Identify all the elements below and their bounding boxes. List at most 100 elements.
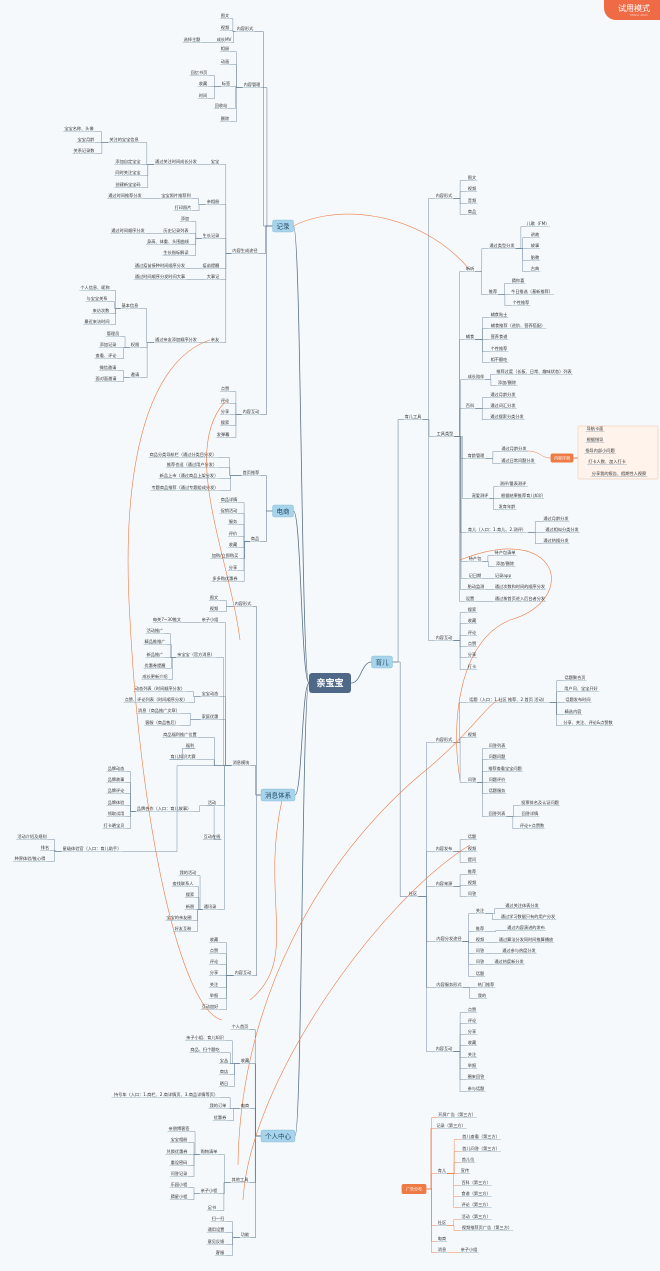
- topic-node[interactable]: 商品详情: [219, 496, 239, 503]
- topic-node[interactable]: 添加: [179, 215, 191, 222]
- topic-node[interactable]: 每关7~30推文: [152, 616, 182, 623]
- topic-node[interactable]: 互动加好: [200, 1003, 220, 1010]
- topic-node[interactable]: 亲子小组: [459, 1246, 479, 1253]
- topic-node[interactable]: 社区: [407, 890, 419, 897]
- topic-node[interactable]: 开屏广告（第三方）: [437, 1111, 477, 1118]
- topic-node[interactable]: 内容形式: [235, 25, 255, 32]
- topic-node[interactable]: 内容互动: [241, 408, 261, 415]
- topic-node[interactable]: 个人首页: [230, 1023, 250, 1030]
- topic-node[interactable]: 添加记录: [98, 341, 118, 348]
- topic-node[interactable]: 推荐查看宝宝问题: [487, 765, 523, 772]
- topic-node[interactable]: 成长MV: [216, 36, 232, 43]
- topic-node[interactable]: 通过日常问题分发: [500, 457, 536, 464]
- topic-node[interactable]: 其他工具: [230, 1176, 250, 1183]
- topic-node[interactable]: 相不额吃: [489, 356, 509, 363]
- topic-node[interactable]: 商品: [249, 535, 261, 542]
- topic-node[interactable]: 辅食: [464, 333, 476, 340]
- topic-node[interactable]: 活动介绍及规则: [16, 833, 48, 840]
- topic-node[interactable]: 提问: [466, 856, 478, 863]
- topic-node[interactable]: 首儿问答（第三方）: [461, 1145, 501, 1152]
- topic-node[interactable]: 客服（商品售后）: [144, 719, 180, 726]
- topic-node[interactable]: 个人信息、昵称: [79, 284, 111, 291]
- topic-node[interactable]: 回答详情: [520, 810, 540, 817]
- topic-node[interactable]: 推荐: [487, 288, 499, 295]
- topic-node[interactable]: 辅食贴士: [489, 311, 509, 318]
- topic-node[interactable]: 消息模块: [231, 759, 251, 766]
- topic-node[interactable]: 相册: [219, 45, 231, 52]
- topic-node[interactable]: 评论+点赞数: [519, 822, 545, 829]
- topic-node[interactable]: 新朋: [184, 903, 196, 910]
- topic-node[interactable]: 疫苗提醒: [201, 262, 221, 269]
- central-topic[interactable]: 亲宝宝: [309, 673, 351, 693]
- topic-node[interactable]: 通过时间顺序分发: [110, 227, 146, 234]
- topic-node[interactable]: 我的活动: [178, 869, 198, 876]
- topic-node[interactable]: 待产包清单: [493, 549, 517, 556]
- topic-node[interactable]: 通过类型分发: [488, 242, 516, 249]
- topic-node[interactable]: 推荐也适（通过用户分发）: [165, 461, 219, 468]
- topic-node[interactable]: 百科: [464, 402, 476, 409]
- topic-node[interactable]: 热门推荐: [476, 981, 496, 988]
- topic-node[interactable]: 分享: [208, 969, 220, 976]
- topic-node[interactable]: 讲故: [529, 231, 541, 238]
- topic-node[interactable]: 胎动监测: [466, 583, 486, 590]
- topic-node[interactable]: 视频推荐页广告（第三方）: [460, 1224, 514, 1231]
- topic-node[interactable]: 通过参与热度分发: [501, 947, 537, 954]
- topic-node[interactable]: 话题发布时间: [564, 696, 592, 703]
- topic-node[interactable]: 亲相册: [205, 198, 221, 205]
- topic-node[interactable]: 重设密码: [169, 1159, 189, 1166]
- topic-node[interactable]: 用户问、宝宝开好: [563, 685, 599, 692]
- topic-node[interactable]: 发育年龄: [497, 503, 517, 510]
- topic-node[interactable]: 视频: [219, 24, 231, 31]
- topic-node[interactable]: 分享、关注、评论&点赞数: [562, 719, 614, 726]
- topic-node[interactable]: 成长陪伴: [466, 373, 486, 380]
- topic-node[interactable]: 精选内容: [563, 708, 583, 715]
- topic-node[interactable]: 活动: [206, 799, 218, 806]
- topic-node[interactable]: 管理员: [105, 330, 121, 337]
- topic-node[interactable]: 乐园小程: [169, 1181, 189, 1188]
- topic-node[interactable]: 品牌评论: [106, 787, 126, 794]
- topic-node[interactable]: 通过算法分发同时间推算播放: [497, 936, 555, 943]
- topic-node[interactable]: 搜索: [184, 891, 196, 898]
- topic-node[interactable]: 权限: [129, 341, 141, 348]
- topic-node[interactable]: 记录app: [494, 572, 512, 579]
- topic-node[interactable]: 猜你喜: [510, 277, 526, 284]
- topic-node[interactable]: 优惠券提醒: [143, 662, 167, 669]
- topic-node[interactable]: 服务: [227, 518, 239, 525]
- topic-node[interactable]: 内容服务形式: [435, 981, 463, 988]
- topic-node[interactable]: 商品福利推广位置: [162, 731, 198, 738]
- topic-node[interactable]: 亲子小组: [200, 616, 220, 623]
- topic-node[interactable]: 内容分发途径: [435, 935, 463, 942]
- topic-node[interactable]: 投票排名及认证问题: [520, 799, 560, 806]
- topic-node[interactable]: 视频: [466, 879, 478, 886]
- topic-node[interactable]: 评价: [227, 530, 239, 537]
- main-topic-profile[interactable]: 个人中心: [260, 1129, 296, 1143]
- topic-node[interactable]: 面对面邀请: [94, 375, 118, 382]
- topic-node[interactable]: 宝宝名称、头像: [63, 125, 95, 132]
- topic-node[interactable]: 消息（商品推广文章）: [137, 707, 181, 714]
- topic-node[interactable]: 回忆书页: [189, 69, 209, 76]
- topic-node[interactable]: 点赞、评论列表（时间顺序分发）: [123, 696, 189, 703]
- topic-node[interactable]: 问题评价: [487, 776, 507, 783]
- topic-node[interactable]: 社区: [436, 1219, 448, 1226]
- topic-node[interactable]: 消息: [436, 1246, 448, 1253]
- topic-node[interactable]: 收藏: [197, 80, 209, 87]
- topic-node[interactable]: 宝宝: [209, 158, 221, 165]
- topic-node[interactable]: 优惠券: [212, 1114, 228, 1121]
- topic-node[interactable]: 多多购优惠券: [211, 575, 239, 582]
- topic-node[interactable]: 打卡: [466, 663, 478, 670]
- topic-node[interactable]: 品牌合作（入口：育儿故事）: [135, 805, 193, 812]
- topic-node[interactable]: 个性推荐: [511, 299, 531, 306]
- topic-node[interactable]: 促销活动: [219, 507, 239, 514]
- topic-node[interactable]: 古典: [529, 265, 541, 272]
- topic-node[interactable]: 宝宝月龄: [76, 136, 96, 143]
- topic-node[interactable]: 删除: [219, 115, 231, 122]
- topic-node[interactable]: 微信邀请: [98, 364, 118, 371]
- topic-node[interactable]: 通过按首页进入后台者分发: [493, 595, 547, 602]
- topic-node[interactable]: 收藏: [208, 936, 220, 943]
- topic-node[interactable]: 问答: [466, 776, 478, 783]
- topic-node[interactable]: 分享: [227, 564, 239, 571]
- topic-node[interactable]: 问答记录: [169, 1170, 189, 1177]
- topic-node[interactable]: 分享: [466, 651, 478, 658]
- topic-node[interactable]: 问答: [466, 890, 478, 897]
- topic-node[interactable]: 生长记录: [201, 232, 221, 239]
